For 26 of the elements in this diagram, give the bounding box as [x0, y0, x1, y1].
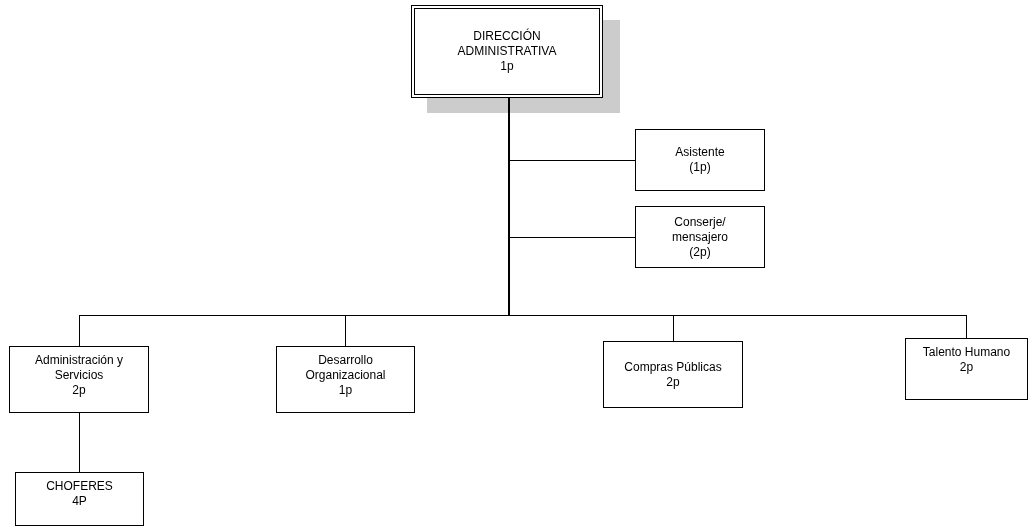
unit-name: Talento Humano — [922, 345, 1011, 360]
org-box — [276, 346, 415, 413]
staff-count: 2p — [959, 360, 974, 375]
staff-count: 1p — [500, 59, 514, 74]
org-box — [635, 129, 765, 191]
staff-count: (1p) — [689, 160, 711, 175]
unit-name: Desarrollo Organizacional — [304, 353, 387, 383]
staff-count: 2p — [72, 383, 86, 398]
org-box — [9, 346, 149, 413]
org-box — [635, 206, 765, 268]
org-box — [15, 472, 144, 526]
unit-name: Asistente — [675, 145, 725, 160]
unit-name: Conserje/ mensajero — [671, 214, 729, 245]
unit-name: DIRECCIÓN ADMINISTRATIVA — [456, 29, 558, 59]
org-box — [905, 338, 1028, 400]
staff-count: 1p — [338, 383, 353, 398]
staff-count: 4P — [72, 494, 87, 509]
unit-name: Administración y Servicios — [34, 353, 124, 383]
connector-line — [78, 412, 80, 473]
staff-count: 2p — [666, 374, 680, 390]
staff-count: (2p) — [689, 244, 711, 260]
org-box — [603, 341, 743, 408]
org-box — [411, 5, 603, 98]
trunk-line — [508, 97, 510, 316]
unit-name: Compras Públicas — [624, 359, 722, 375]
unit-name: CHOFERES — [46, 479, 113, 494]
